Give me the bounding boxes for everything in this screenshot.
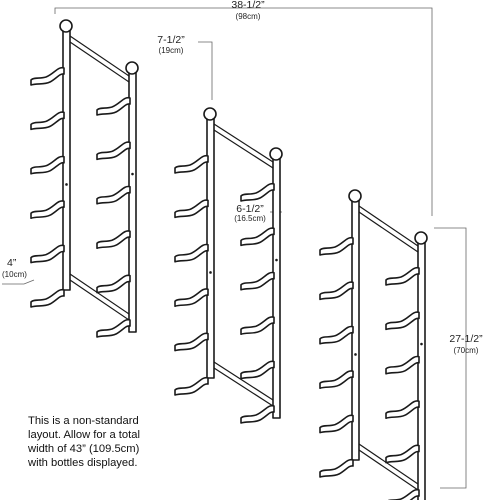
bottle-arm bbox=[385, 400, 420, 419]
rack-bottom-crossbar-inner bbox=[69, 279, 130, 321]
rack-bottom-crossbar bbox=[358, 443, 419, 485]
total-width-dimension-line bbox=[54, 7, 433, 216]
rack-left-mount-hole bbox=[65, 183, 68, 186]
bottle-arm bbox=[319, 236, 354, 256]
dimension-labels: 38-1/2” (98cm) 7-1/2” (19cm) 6-1/2” (16.… bbox=[2, 0, 483, 355]
arm-spacing-label: 7-1/2” bbox=[157, 34, 185, 46]
racks-layer bbox=[30, 19, 428, 500]
bottle-arm bbox=[30, 244, 65, 264]
rack-right-mount-hole bbox=[420, 342, 423, 346]
rack-bottom-crossbar-inner bbox=[358, 449, 419, 491]
bottle-arm bbox=[385, 355, 420, 375]
rack-right-post bbox=[128, 69, 137, 333]
rack-right-cap bbox=[269, 147, 283, 161]
bottle-arm bbox=[96, 96, 131, 116]
bottle-arm bbox=[30, 288, 65, 308]
bottle-arm bbox=[174, 376, 209, 396]
bottle-arm bbox=[319, 325, 354, 345]
rack-left-mount-hole bbox=[209, 271, 212, 274]
bottle-arm bbox=[30, 155, 65, 175]
rack-left-cap bbox=[348, 189, 362, 203]
arm-depth-dimension-line bbox=[2, 279, 35, 285]
bottle-arm bbox=[30, 66, 65, 86]
rack-top-crossbar bbox=[69, 35, 130, 77]
total-width-label: 38-1/2” bbox=[231, 0, 265, 11]
arm-spacing-dimension-line bbox=[198, 41, 213, 100]
bottle-arm bbox=[96, 318, 131, 338]
rack-right-mount-hole bbox=[131, 172, 134, 176]
rack-gap-label: 6-1/2” bbox=[236, 203, 264, 215]
rack-bottom-crossbar bbox=[69, 273, 130, 315]
rack-top-crossbar bbox=[358, 205, 419, 247]
wine-rack-1 bbox=[30, 19, 139, 338]
arm-depth-label: 4” bbox=[7, 257, 17, 269]
arm-depth-metric-label: (10cm) bbox=[2, 270, 27, 279]
bottle-arm bbox=[240, 182, 275, 202]
bottle-arm bbox=[174, 154, 209, 174]
bottle-arm bbox=[96, 185, 131, 205]
layout-note-line-3: width of 43” (109.5cm) bbox=[28, 443, 140, 455]
wine-rack-2 bbox=[174, 107, 283, 424]
rack-right-cap bbox=[414, 231, 428, 245]
rack-left-cap bbox=[59, 19, 73, 33]
bottle-arm bbox=[96, 230, 131, 249]
bottle-arm bbox=[174, 332, 209, 352]
rack-left-mount-hole bbox=[354, 353, 357, 356]
layout-note-line-1: This is a non-standard bbox=[28, 415, 139, 427]
bottle-arm bbox=[174, 288, 209, 307]
rack-right-mount-hole bbox=[275, 258, 278, 262]
rack-top-crossbar-inner bbox=[213, 129, 274, 169]
bottle-arm bbox=[385, 266, 420, 286]
height-dimension-line bbox=[434, 227, 467, 489]
bottle-arm bbox=[240, 271, 275, 291]
bottle-arm bbox=[385, 311, 420, 331]
rack-right-cap bbox=[125, 61, 139, 75]
bottle-arm bbox=[319, 370, 354, 389]
bottle-arm bbox=[240, 316, 275, 335]
bottle-arm bbox=[30, 111, 65, 131]
layout-note-line-2: layout. Allow for a total bbox=[28, 429, 140, 441]
total-width-metric-label: (98cm) bbox=[236, 12, 261, 21]
layout-note: This is a non-standard layout. Allow for… bbox=[28, 414, 203, 470]
bottle-arm bbox=[96, 141, 131, 161]
rack-bottom-crossbar-inner bbox=[213, 367, 274, 407]
bottle-arm bbox=[240, 404, 275, 424]
bottle-arm bbox=[30, 200, 65, 219]
bottle-arm bbox=[319, 414, 354, 434]
rack-bottom-crossbar bbox=[213, 361, 274, 401]
dimension-lines bbox=[2, 7, 467, 489]
bottle-arm bbox=[387, 488, 420, 500]
rack-right-post bbox=[417, 239, 426, 500]
bottle-arm bbox=[96, 274, 131, 294]
rack-top-crossbar-inner bbox=[69, 41, 130, 83]
bottle-arm bbox=[240, 227, 275, 247]
bottle-arm bbox=[174, 243, 209, 263]
bottle-arm bbox=[319, 281, 354, 301]
bottle-arm bbox=[174, 199, 209, 219]
layout-note-line-4: with bottles displayed. bbox=[28, 457, 138, 469]
rack-gap-metric-label: (16.5cm) bbox=[234, 214, 266, 223]
height-label: 27-1/2” bbox=[449, 333, 483, 345]
arm-spacing-metric-label: (19cm) bbox=[159, 46, 184, 55]
bottle-arm bbox=[319, 458, 354, 478]
wine-rack-3 bbox=[319, 189, 428, 500]
height-metric-label: (70cm) bbox=[454, 346, 479, 355]
rack-left-cap bbox=[203, 107, 217, 121]
rack-top-crossbar bbox=[213, 123, 274, 163]
rack-right-post bbox=[272, 155, 281, 419]
bottle-arm bbox=[385, 444, 420, 464]
rack-top-crossbar-inner bbox=[358, 211, 419, 253]
bottle-arm bbox=[240, 360, 275, 380]
